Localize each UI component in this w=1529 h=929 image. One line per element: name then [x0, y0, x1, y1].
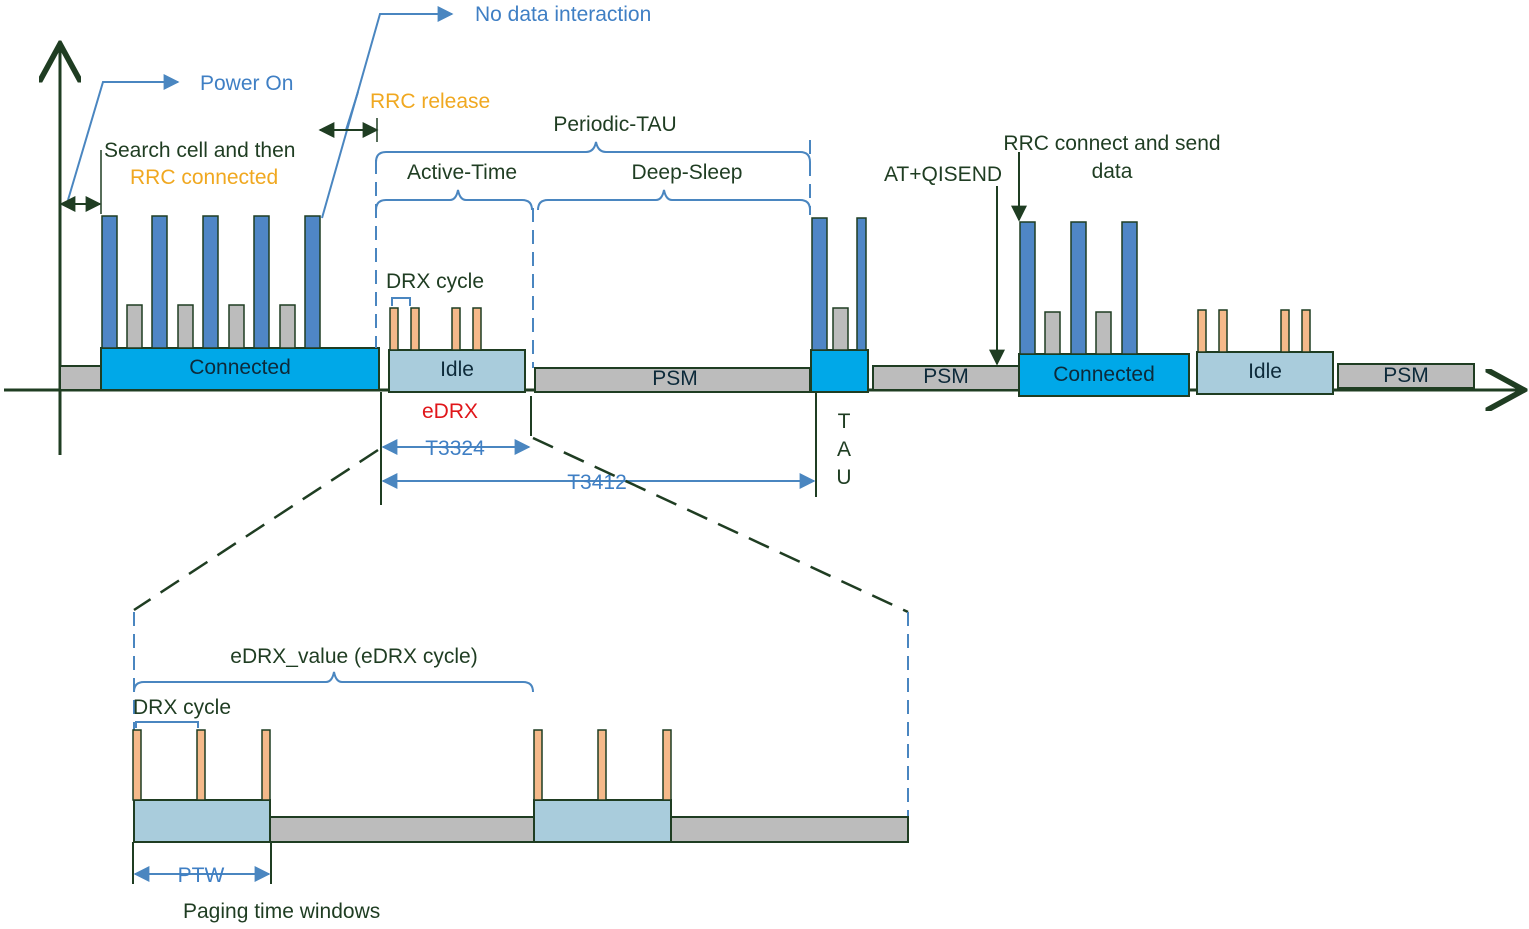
zoom-right-dash — [532, 436, 909, 614]
drx-cycle-label-top: DRX cycle — [386, 270, 484, 293]
t3412-label: T3412 — [567, 471, 627, 494]
tau-bar — [810, 349, 869, 393]
connected-1-signal-bars — [101, 215, 321, 349]
rrc-send-label-line2: data — [1092, 160, 1133, 183]
tau-letter-t: T — [838, 410, 851, 433]
ptw-label: PTW — [178, 864, 225, 887]
edrx-value-brace — [133, 671, 534, 693]
psm-pre-bar — [59, 365, 103, 391]
sleep-bar-2 — [670, 816, 909, 843]
edrx-label: eDRX — [422, 400, 478, 423]
drx-cycle-bracket-bottom — [135, 721, 199, 728]
psm-bar-2 — [872, 365, 1020, 391]
zoom-left-dash — [133, 448, 379, 612]
periodic-tau-brace — [375, 141, 811, 163]
state-idle-1: Idle — [440, 358, 474, 381]
state-idle-2: Idle — [1248, 360, 1282, 383]
tau-letter-u: U — [836, 466, 851, 489]
psm-bar-1 — [534, 367, 811, 393]
at-qisend-label: AT+QISEND — [884, 163, 1002, 186]
search-cell-label: Search cell and then — [104, 139, 295, 162]
rrc-release-callout-line — [345, 91, 359, 131]
active-time-brace — [375, 189, 533, 211]
deep-sleep-label: Deep-Sleep — [632, 161, 743, 184]
sleep-bar-1 — [269, 816, 535, 843]
periodic-tau-label: Periodic-TAU — [553, 113, 676, 136]
state-psm-1: PSM — [652, 367, 698, 390]
no-data-callout-line — [321, 6, 454, 219]
power-on-label: Power On — [200, 72, 293, 95]
idle-bar-2 — [1196, 351, 1334, 395]
rrc-send-label-line1: RRC connect and send — [1003, 132, 1220, 155]
tau-signal-bars — [811, 217, 867, 351]
no-data-label: No data interaction — [475, 3, 651, 26]
connected-2-signal-bars — [1019, 221, 1138, 355]
power-on-callout-line — [67, 74, 180, 201]
rrc-release-label: RRC release — [370, 90, 490, 113]
ptw-bar-2 — [533, 799, 672, 843]
ptw-bar-1 — [133, 799, 271, 843]
edrx-value-label: eDRX_value (eDRX cycle) — [230, 645, 477, 668]
state-psm-3: PSM — [1383, 364, 1429, 387]
psm-bar-3 — [1337, 363, 1475, 389]
rrc-connected-label: RRC connected — [130, 166, 278, 189]
connected-bar-1 — [100, 347, 380, 391]
tau-letter-a: A — [837, 438, 851, 461]
idle-2-paging-bars — [1197, 309, 1311, 353]
paging-windows-label: Paging time windows — [183, 900, 380, 923]
zoomed-paging-bars — [132, 729, 672, 801]
state-connected-2: Connected — [1053, 363, 1155, 386]
idle-1-paging-bars — [389, 307, 482, 351]
state-psm-2: PSM — [923, 365, 969, 388]
state-connected-1: Connected — [189, 356, 291, 379]
deep-sleep-brace — [537, 189, 811, 211]
active-time-label: Active-Time — [407, 161, 517, 184]
t3324-label: T3324 — [425, 437, 485, 460]
drx-cycle-bracket-top — [391, 297, 411, 306]
drx-cycle-label-bottom: DRX cycle — [133, 696, 231, 719]
